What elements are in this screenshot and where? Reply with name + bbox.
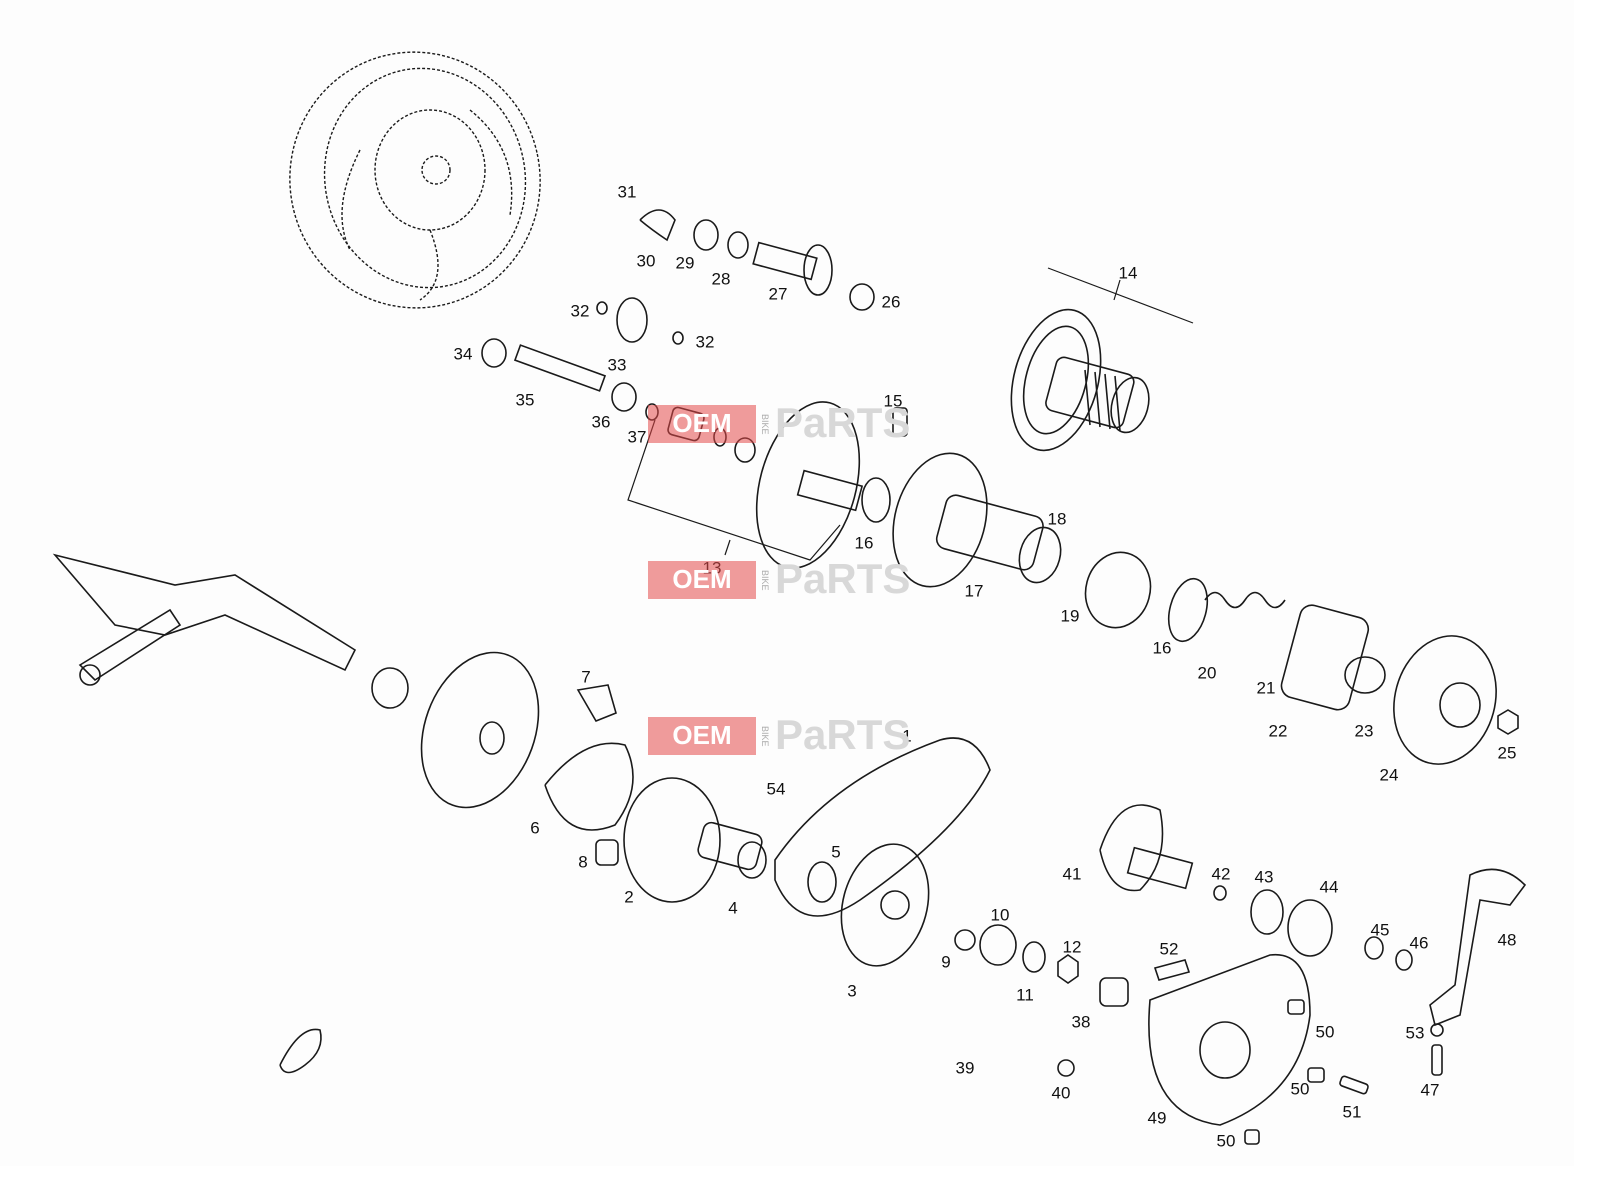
part-label-30: 30 xyxy=(637,252,656,271)
part-label-50: 50 xyxy=(1291,1080,1310,1099)
kickstart-assembly xyxy=(279,804,1527,1145)
part-label-32: 32 xyxy=(696,333,715,352)
part-label-17: 17 xyxy=(965,582,984,601)
part-label-31: 31 xyxy=(618,183,637,202)
part-label-48: 48 xyxy=(1498,931,1517,950)
part-label-49: 49 xyxy=(1148,1109,1167,1128)
svg-text:BIKE: BIKE xyxy=(760,726,770,747)
part-label-7: 7 xyxy=(581,668,590,687)
part-label-19: 19 xyxy=(1061,607,1080,626)
part-label-53: 53 xyxy=(1406,1024,1425,1043)
part-label-3: 3 xyxy=(847,982,856,1001)
part-label-36: 36 xyxy=(592,413,611,432)
part-label-21: 21 xyxy=(1257,679,1276,698)
svg-text:BIKE: BIKE xyxy=(760,414,770,435)
watermark-1: OEM BIKE PaRTS xyxy=(648,399,910,446)
part-label-5: 5 xyxy=(831,843,840,862)
part-label-43: 43 xyxy=(1255,868,1274,887)
part-label-34: 34 xyxy=(454,345,473,364)
svg-text:OEM: OEM xyxy=(672,408,731,438)
part-label-25: 25 xyxy=(1498,744,1517,763)
part-label-15: 15 xyxy=(884,392,903,411)
part-label-54: 54 xyxy=(767,780,786,799)
part-label-45: 45 xyxy=(1371,921,1390,940)
watermark-2: OEM BIKE PaRTS xyxy=(648,555,910,602)
part-label-23: 23 xyxy=(1355,722,1374,741)
part-label-6: 6 xyxy=(530,819,539,838)
part-label-14: 14 xyxy=(1119,264,1138,283)
svg-text:PaRTS: PaRTS xyxy=(775,555,910,602)
part-label-18: 18 xyxy=(1048,510,1067,529)
part-label-4: 4 xyxy=(728,899,737,918)
part-label-51: 51 xyxy=(1343,1103,1362,1122)
part-label-22: 22 xyxy=(1269,722,1288,741)
part-label-29: 29 xyxy=(676,254,695,273)
part-label-9: 9 xyxy=(941,953,950,972)
part-label-24: 24 xyxy=(1380,766,1399,785)
part-label-28: 28 xyxy=(712,270,731,289)
part-label-2: 2 xyxy=(624,888,633,907)
part-label-50: 50 xyxy=(1217,1132,1236,1151)
part-label-10: 10 xyxy=(991,906,1010,925)
part-label-42: 42 xyxy=(1212,865,1231,884)
crankshaft xyxy=(52,553,409,709)
part-label-35: 35 xyxy=(516,391,535,410)
part-label-20: 20 xyxy=(1198,664,1217,683)
part-label-40: 40 xyxy=(1052,1084,1071,1103)
part-label-16: 16 xyxy=(1153,639,1172,658)
part-number-labels: 1234567891011121314151616171819202122232… xyxy=(454,183,1517,1151)
part-label-46: 46 xyxy=(1410,934,1429,953)
driven-pulley-assembly xyxy=(1010,308,1150,452)
part-label-8: 8 xyxy=(578,853,587,872)
part-label-44: 44 xyxy=(1320,878,1339,897)
part-label-16: 16 xyxy=(855,534,874,553)
svg-text:OEM: OEM xyxy=(672,564,731,594)
part-label-27: 27 xyxy=(769,285,788,304)
watermark-3: OEM BIKE PaRTS xyxy=(648,711,910,758)
part-label-37: 37 xyxy=(628,428,647,447)
rear-wheel xyxy=(289,51,541,309)
part-label-47: 47 xyxy=(1421,1081,1440,1100)
part-label-32: 32 xyxy=(571,302,590,321)
part-label-1: 1 xyxy=(902,727,911,746)
part-label-26: 26 xyxy=(882,293,901,312)
svg-text:PaRTS: PaRTS xyxy=(775,711,910,758)
svg-text:BIKE: BIKE xyxy=(760,570,770,591)
part-label-33: 33 xyxy=(608,356,627,375)
svg-text:OEM: OEM xyxy=(672,720,731,750)
exploded-parts-diagram: 1234567891011121314151616171819202122232… xyxy=(52,51,1527,1151)
part-label-52: 52 xyxy=(1160,940,1179,959)
part-label-11: 11 xyxy=(1016,986,1034,1005)
diagram-canvas: 1234567891011121314151616171819202122232… xyxy=(52,51,1527,1151)
part-label-41: 41 xyxy=(1063,865,1082,884)
svg-text:PaRTS: PaRTS xyxy=(775,399,910,446)
part-label-38: 38 xyxy=(1072,1013,1091,1032)
clutch-shaft-row xyxy=(755,401,1519,765)
leader-lines xyxy=(627,267,1194,561)
part-label-39: 39 xyxy=(956,1059,975,1078)
part-label-50: 50 xyxy=(1316,1023,1335,1042)
part-label-12: 12 xyxy=(1063,938,1082,957)
variator-assembly xyxy=(420,651,1191,1007)
